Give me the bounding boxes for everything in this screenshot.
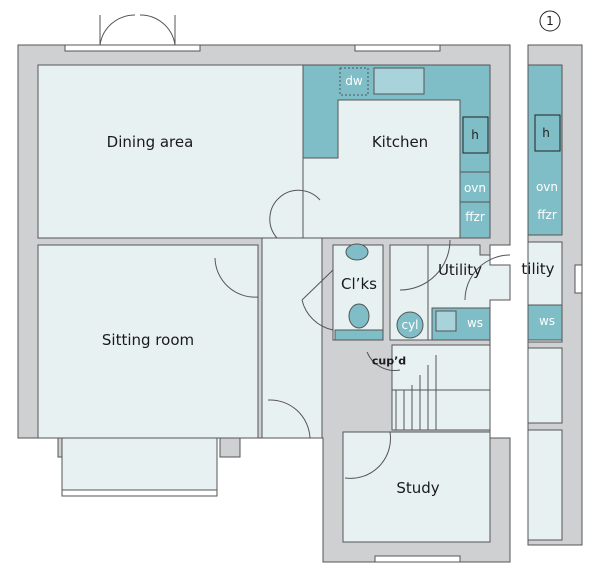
cylinder: [396, 311, 424, 339]
hall: [261, 237, 323, 439]
partial-hob: [534, 114, 561, 152]
partial-room-bottom: [527, 429, 563, 541]
hob: [462, 116, 489, 154]
door-swings: [214, 189, 511, 479]
sink: [373, 67, 425, 95]
partial-washer-unit: [527, 304, 563, 341]
window-bay: [61, 489, 218, 497]
window-study: [374, 555, 461, 563]
window-partial: [574, 264, 583, 294]
hob-label: h: [471, 128, 479, 142]
sitting-room-label: Sitting room: [101, 331, 195, 349]
oven-label: ovn: [463, 181, 487, 195]
partial-room-low: [527, 347, 563, 424]
cylinder-label: cyl: [401, 318, 419, 332]
toilet: [348, 303, 370, 329]
dining-label: Dining area: [106, 133, 194, 151]
kitchen-worktop: [302, 64, 491, 239]
partial-oven-label: ovn: [535, 180, 559, 194]
utility-partial-label: tility: [521, 260, 555, 278]
stair-treads: [392, 355, 490, 430]
sitting-room: [37, 244, 259, 439]
plan-number-circle: [539, 10, 561, 32]
cupboard-label: cup’d: [371, 354, 407, 368]
basin: [345, 243, 369, 261]
french-doors: [99, 14, 176, 46]
partial-hob-label: h: [542, 126, 550, 140]
study-label: Study: [396, 479, 440, 497]
utility-label: Utility: [437, 261, 483, 279]
partial-kitchen-units: [527, 64, 563, 236]
study-room: [342, 431, 491, 543]
window-top-kitchen: [354, 44, 441, 52]
dining-area: [37, 64, 304, 239]
fridge-freezer-label: ffzr: [465, 210, 485, 224]
cloaks-label: Cl’ks: [341, 275, 377, 293]
plan-number: 1: [546, 14, 554, 28]
stairs: [391, 344, 491, 431]
washer-label: ws: [466, 316, 484, 330]
kitchen-label: Kitchen: [371, 133, 429, 151]
dishwasher: [339, 67, 369, 96]
window-top-dining: [64, 44, 201, 52]
partial-washer-label: ws: [538, 314, 556, 328]
dishwasher-label: dw: [345, 74, 363, 88]
partial-fridge-freezer-label: ffzr: [537, 208, 557, 222]
bay-window: [61, 437, 218, 495]
